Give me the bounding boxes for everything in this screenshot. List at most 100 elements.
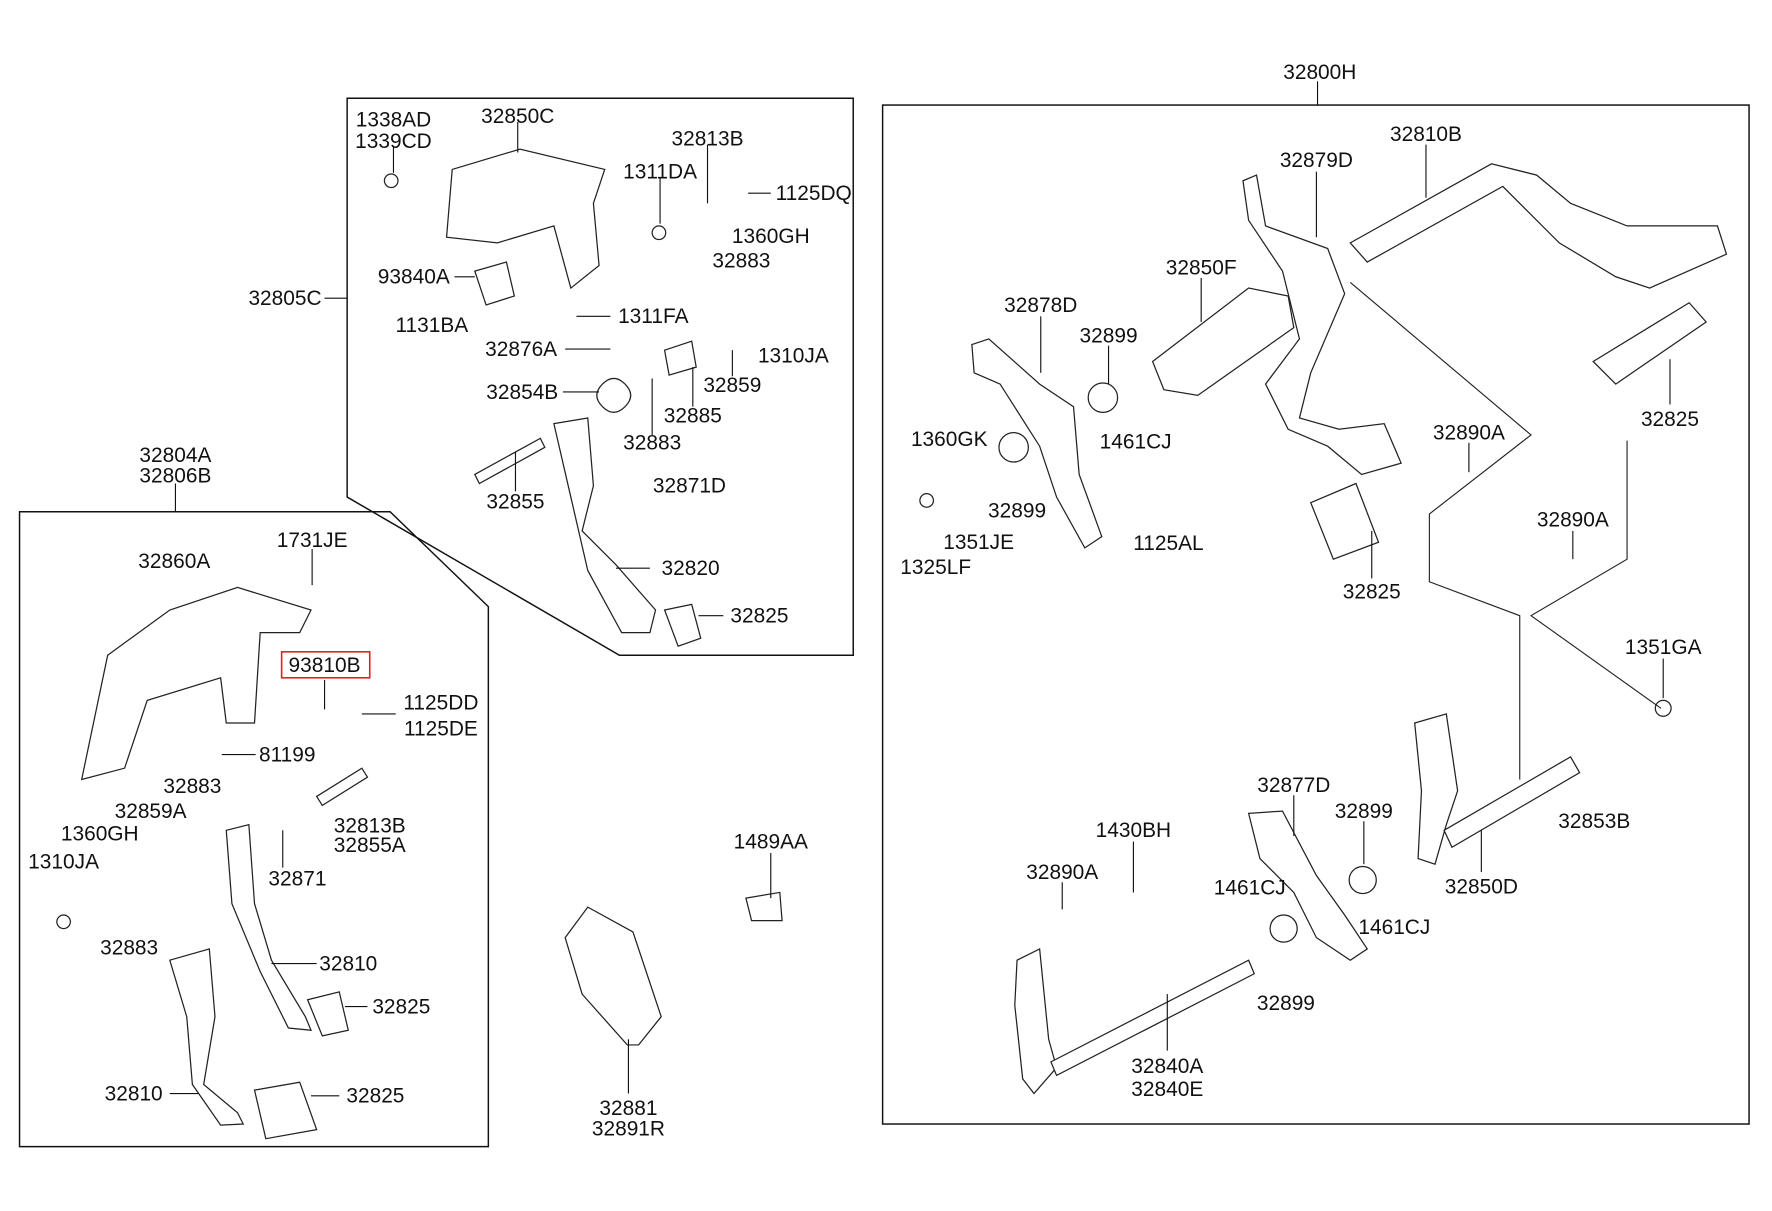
pedal-pad-part: [663, 603, 702, 647]
bushing-part: [1269, 914, 1298, 943]
part-label-32877d[interactable]: 32877D: [1257, 774, 1330, 797]
part-label-32891r[interactable]: 32891R: [592, 1117, 665, 1140]
bracket-part: [564, 906, 662, 1046]
part-label-93840a[interactable]: 93840A: [378, 266, 450, 289]
part-label-32825[interactable]: 32825: [346, 1085, 404, 1108]
part-label-32899[interactable]: 32899: [1335, 800, 1393, 823]
part-label-1430bh[interactable]: 1430BH: [1096, 819, 1171, 842]
part-label-32810[interactable]: 32810: [319, 952, 377, 975]
part-label-1731je[interactable]: 1731JE: [277, 529, 348, 552]
part-label-32859a[interactable]: 32859A: [115, 800, 187, 823]
bushing-part: [663, 340, 697, 376]
part-label-1125de[interactable]: 1125DE: [404, 717, 478, 740]
part-label-32855[interactable]: 32855: [486, 490, 544, 513]
part-label-1310ja[interactable]: 1310JA: [28, 851, 99, 874]
lever-part: [971, 338, 1103, 549]
part-label-32820[interactable]: 32820: [662, 557, 720, 580]
part-label-1311da[interactable]: 1311DA: [623, 160, 697, 183]
part-label-32810b[interactable]: 32810B: [1390, 123, 1462, 146]
cover-plate-part: [80, 586, 312, 781]
part-label-32883[interactable]: 32883: [100, 937, 158, 960]
part-label-32853b[interactable]: 32853B: [1558, 810, 1630, 833]
part-label-32850f[interactable]: 32850F: [1166, 257, 1237, 280]
part-label-1311fa[interactable]: 1311FA: [618, 305, 688, 328]
part-label-32878d[interactable]: 32878D: [1004, 294, 1077, 317]
part-label-1339cd[interactable]: 1339CD: [355, 130, 432, 153]
part-label-1351ga[interactable]: 1351GA: [1625, 636, 1702, 659]
part-label-1360gk[interactable]: 1360GK: [911, 428, 988, 451]
part-label-1461cj[interactable]: 1461CJ: [1100, 430, 1172, 453]
part-label-32860a[interactable]: 32860A: [138, 550, 210, 573]
part-label-32855a[interactable]: 32855A: [334, 834, 406, 857]
part-label-1489aa[interactable]: 1489AA: [734, 830, 808, 853]
part-label-32899[interactable]: 32899: [988, 499, 1046, 522]
part-label-81199[interactable]: 81199: [259, 743, 316, 766]
part-label-32890a[interactable]: 32890A: [1537, 508, 1609, 531]
part-label-32805c[interactable]: 32805C: [248, 287, 321, 310]
upper-assembly-frame: [346, 97, 854, 656]
part-label-32871d[interactable]: 32871D: [653, 475, 726, 498]
part-label-32825[interactable]: 32825: [1641, 408, 1699, 431]
part-label-32813b[interactable]: 32813B: [672, 128, 744, 151]
part-label-1125dd[interactable]: 1125DD: [403, 691, 478, 714]
part-label-32825[interactable]: 32825: [730, 604, 788, 627]
cross-shaft-part: [1050, 959, 1256, 1077]
part-label-1338ad[interactable]: 1338AD: [356, 109, 431, 132]
part-label-32871[interactable]: 32871: [268, 868, 326, 891]
linkage-guideline: [1349, 281, 1532, 780]
right-assembly-frame: [881, 104, 1750, 1125]
pedal-pad-part: [306, 991, 350, 1037]
nut-part: [56, 914, 72, 930]
part-label-32899[interactable]: 32899: [1257, 992, 1315, 1015]
part-label-32840a[interactable]: 32840A: [1131, 1055, 1203, 1078]
part-label-1125dq[interactable]: 1125DQ: [776, 182, 852, 205]
part-label-32850d[interactable]: 32850D: [1445, 876, 1518, 899]
pedal-pad-part: [253, 1081, 318, 1140]
clutch-pedal-part: [553, 417, 657, 634]
washer-part: [1654, 699, 1672, 717]
part-label-32840e[interactable]: 32840E: [1131, 1078, 1203, 1101]
part-label-32890a[interactable]: 32890A: [1433, 421, 1505, 444]
part-label-1461cj[interactable]: 1461CJ: [1214, 877, 1286, 900]
part-label-32825[interactable]: 32825: [1343, 581, 1401, 604]
part-label-32854b[interactable]: 32854B: [486, 381, 558, 404]
part-label-32800h[interactable]: 32800H: [1283, 61, 1356, 84]
part-label-1131ba[interactable]: 1131BA: [395, 314, 468, 337]
pedal-pad-part: [1309, 482, 1380, 560]
linkage-guideline: [1530, 440, 1662, 709]
part-label-1310ja[interactable]: 1310JA: [758, 345, 829, 368]
clutch-pedal-part: [169, 948, 245, 1126]
part-label-1351je[interactable]: 1351JE: [943, 531, 1014, 554]
part-label-32850c[interactable]: 32850C: [481, 105, 554, 128]
part-label-32890a[interactable]: 32890A: [1026, 861, 1098, 884]
part-label-32876a[interactable]: 32876A: [485, 338, 557, 361]
bushing-part: [1348, 865, 1377, 895]
nut-part: [383, 173, 399, 189]
part-label-1360gh[interactable]: 1360GH: [732, 225, 810, 248]
part-label-1125al[interactable]: 1125AL: [1133, 532, 1203, 555]
part-label-32859[interactable]: 32859: [703, 374, 761, 397]
part-label-32883[interactable]: 32883: [623, 432, 681, 455]
part-label-32810[interactable]: 32810: [105, 1082, 163, 1105]
lever-part: [1014, 947, 1058, 1095]
part-label-32883[interactable]: 32883: [712, 250, 770, 273]
part-label-1360gh[interactable]: 1360GH: [61, 822, 139, 845]
part-label-32804a[interactable]: 32804A: [139, 444, 211, 467]
part-label-32883[interactable]: 32883: [163, 775, 221, 798]
switch-part: [474, 261, 516, 306]
part-label-32899[interactable]: 32899: [1080, 324, 1138, 347]
part-label-32885[interactable]: 32885: [664, 404, 722, 427]
part-drawings: [56, 148, 1728, 1140]
part-label-32813b[interactable]: 32813B: [334, 815, 406, 838]
part-label-1325lf[interactable]: 1325LF: [900, 556, 971, 579]
part-label-32879d[interactable]: 32879D: [1280, 149, 1353, 172]
part-label-1461cj[interactable]: 1461CJ: [1358, 916, 1430, 939]
highlight-box: [280, 651, 371, 679]
part-label-32881[interactable]: 32881: [599, 1097, 657, 1120]
part-label-32806b[interactable]: 32806B: [139, 464, 211, 487]
lower-assembly-frame: [18, 511, 490, 1148]
part-label-32825[interactable]: 32825: [372, 995, 430, 1018]
part-label-93810b[interactable]: 93810B: [289, 654, 361, 677]
